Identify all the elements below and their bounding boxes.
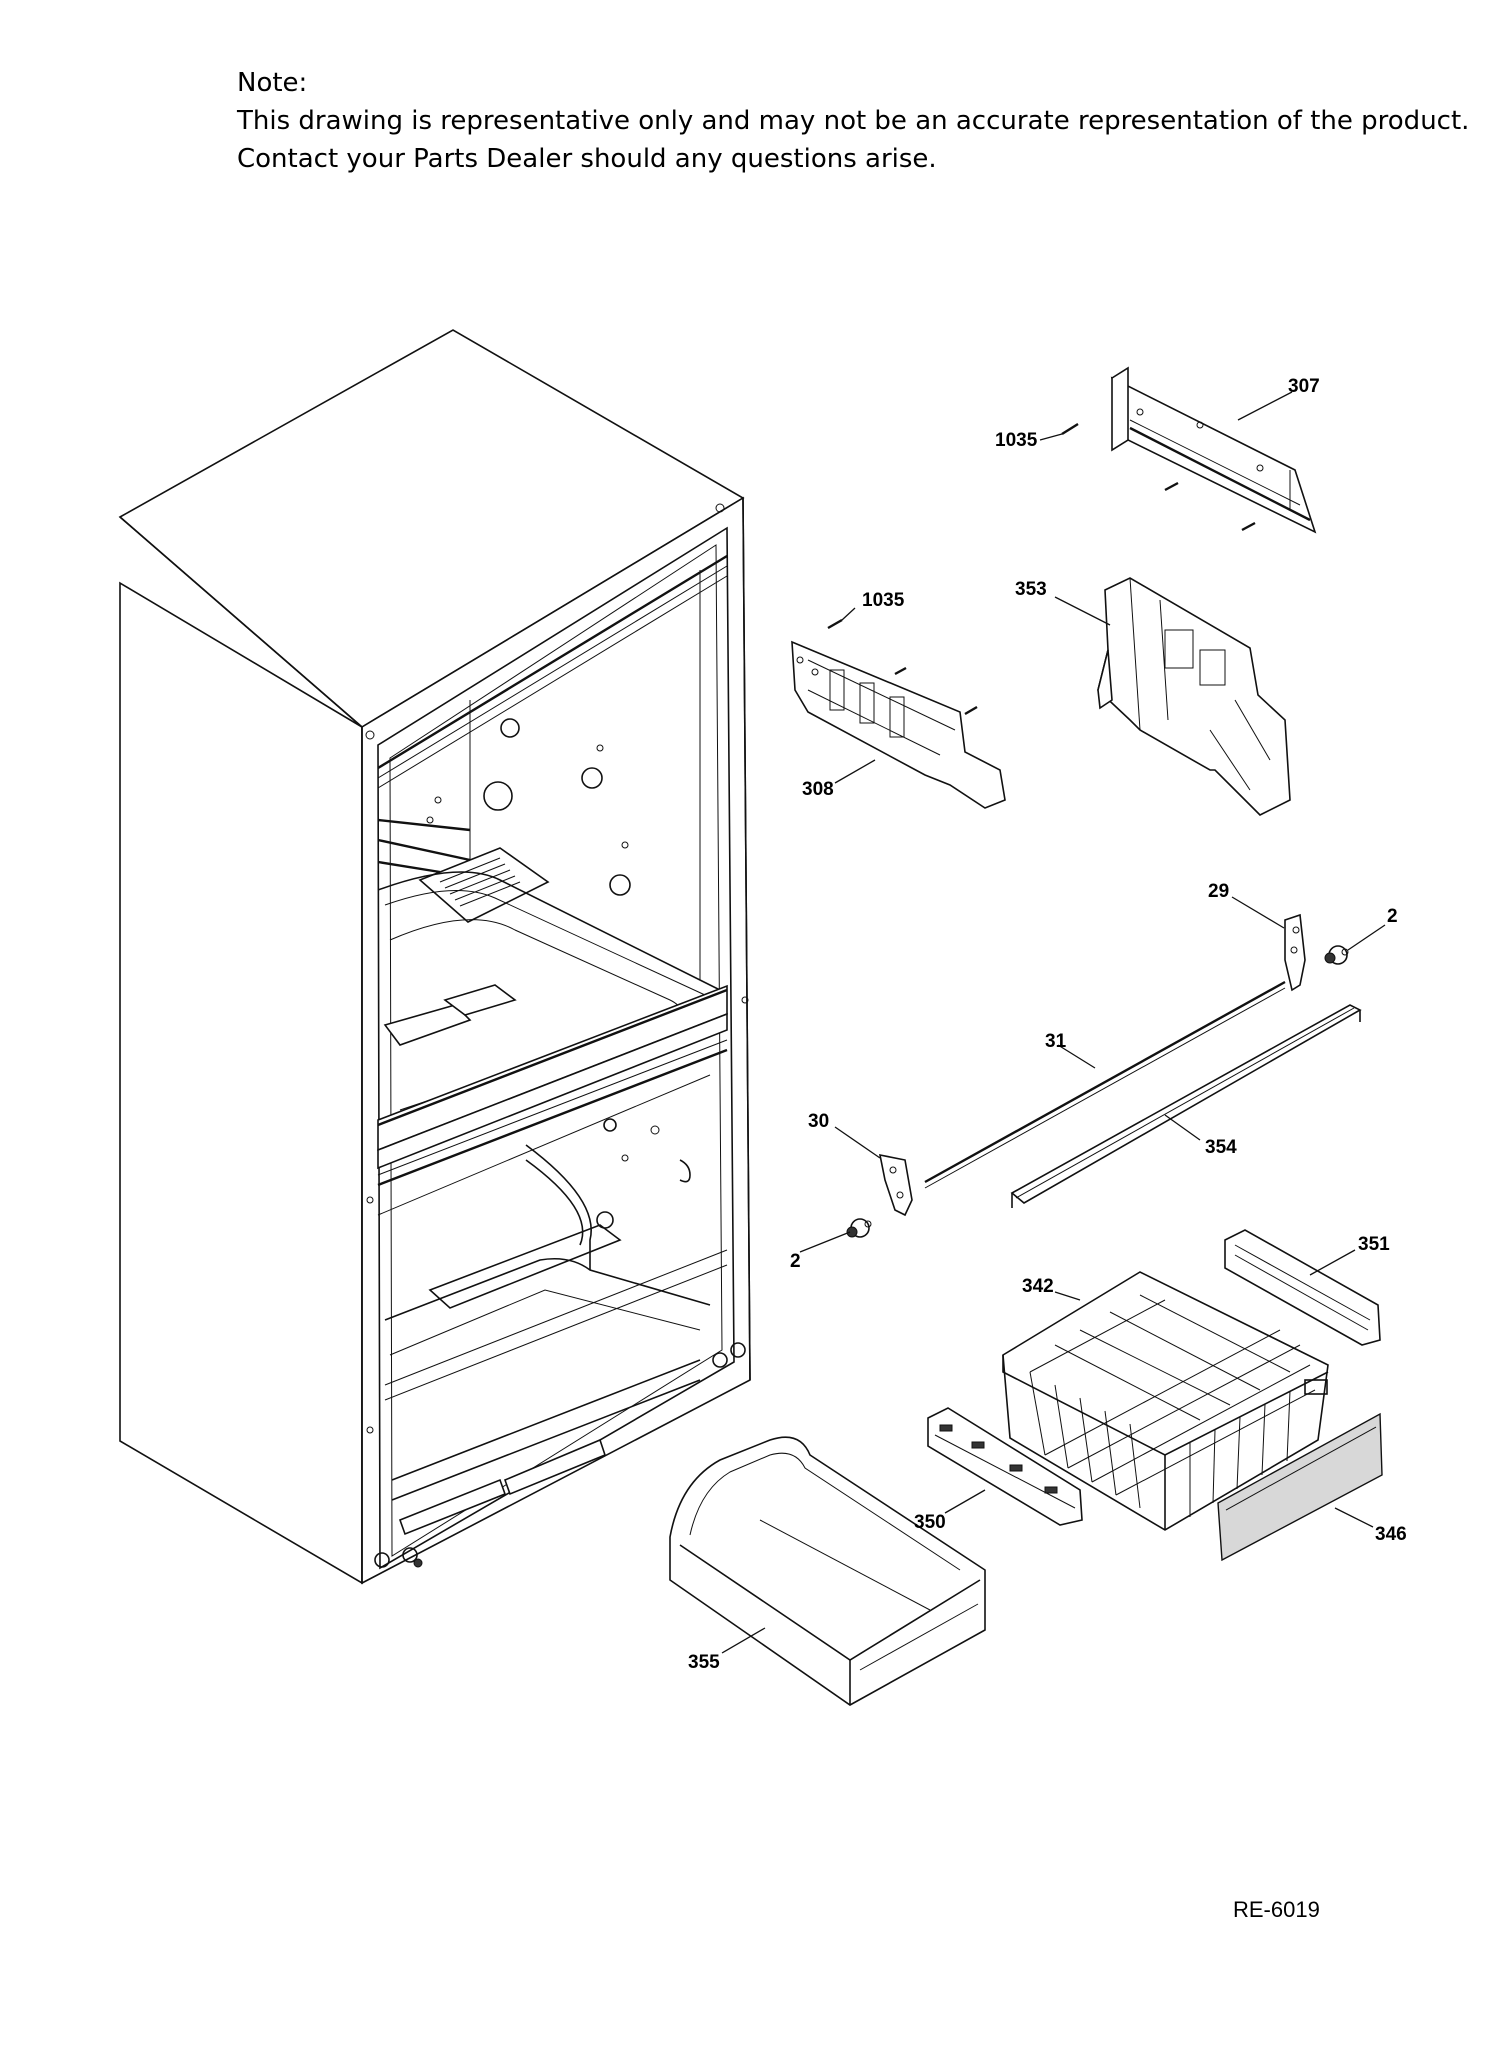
- note-line-2: Contact your Parts Dealer should any que…: [237, 144, 937, 174]
- basket-wires: [1029, 1294, 1316, 1517]
- part-2-cap-left: [846, 1218, 872, 1238]
- callout-29: 29: [1208, 881, 1229, 902]
- part-2-cap-right: [1324, 945, 1349, 965]
- note-line-1: This drawing is representative only and …: [237, 106, 1470, 136]
- part-351-slide: [1224, 1229, 1381, 1346]
- callout-353: 353: [1015, 579, 1047, 600]
- callout-30: 30: [808, 1111, 829, 1132]
- refrigerator-cabinet: [118, 329, 751, 1585]
- callout-351: 351: [1358, 1234, 1390, 1255]
- part-31-rod: [924, 980, 1286, 1189]
- callout-labels: 307 1035 1035 353 308 29 2 31 30 354 2 3…: [688, 376, 1407, 1673]
- part-308-bracket: [791, 640, 1006, 809]
- part-355-pan: [669, 1436, 986, 1706]
- note-heading: Note:: [237, 68, 308, 98]
- part-354-rail: [1010, 1004, 1362, 1208]
- callout-2-right: 2: [1387, 906, 1398, 927]
- callout-31: 31: [1045, 1031, 1067, 1052]
- part-1035-screws-top: [1061, 422, 1256, 532]
- document-id: RE-6019: [1233, 1897, 1320, 1922]
- vent-grille: [439, 857, 521, 907]
- part-29-bracket: [1284, 913, 1306, 992]
- callout-342: 342: [1022, 1276, 1054, 1297]
- part-1035-screws-mid: [827, 618, 978, 716]
- part-30-bracket: [878, 1153, 913, 1217]
- part-307-bracket: [1110, 366, 1317, 534]
- part-346-panel: [1217, 1412, 1383, 1562]
- part-350-slide: [927, 1407, 1083, 1526]
- part-353-housing: [1097, 577, 1291, 816]
- disclaimer-note: Note: This drawing is representative onl…: [237, 64, 1470, 178]
- callout-355: 355: [688, 1652, 720, 1673]
- callout-350: 350: [914, 1512, 946, 1533]
- callout-307: 307: [1288, 376, 1320, 397]
- part-342-basket: [1002, 1271, 1329, 1531]
- callout-1035-top: 1035: [995, 430, 1038, 451]
- leader-lines: [721, 391, 1386, 1654]
- callout-354: 354: [1205, 1137, 1237, 1158]
- callout-2-left: 2: [790, 1251, 801, 1272]
- callout-346: 346: [1375, 1524, 1407, 1545]
- callout-308: 308: [802, 779, 834, 800]
- callout-1035-mid: 1035: [862, 590, 905, 611]
